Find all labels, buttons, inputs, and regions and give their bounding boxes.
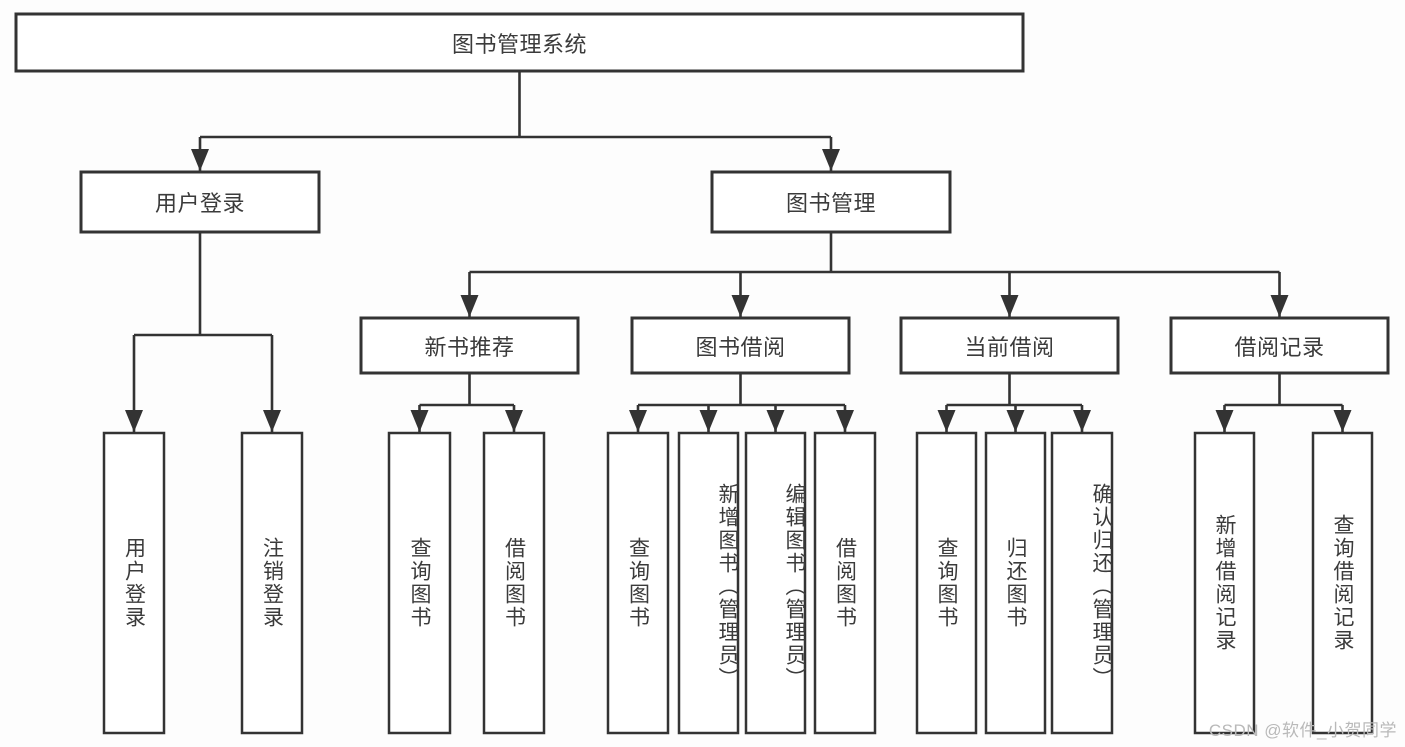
leaf-box-借阅图书-3 [482,431,546,735]
watermark-text: CSDN @软件_小贺同学 [1208,721,1397,740]
level1-box-图书管理-1 [710,170,952,234]
root-box-图书管理系统-0 [14,12,1025,73]
arrow-head-icon-l2-0-0 [410,410,429,432]
arrow-head-icon-l2-1-0 [629,410,647,432]
arrow-head-icon-l2-1-1 [699,410,718,432]
arrow-head-icon-book-mgmt-1 [731,295,750,317]
leaf-box-新增图书管理员-5 [677,431,740,735]
leaf-box-查询借阅记录-12 [1311,431,1374,735]
arrow-head-icon-l2-2-2 [1073,410,1091,432]
level2-box-图书借阅-1 [630,316,851,375]
arrow-head-icon-l2-3-0 [1215,410,1234,432]
arrow-head-icon-l2-2-0 [937,410,956,432]
leaf-box-借阅图书-7 [813,431,877,735]
leaf-box-注销登录-1 [240,431,304,735]
arrow-head-icon-l2-2-1 [1006,410,1025,432]
node-boxes [14,12,1390,735]
arrow-head-icon-l2-3-1 [1333,410,1352,432]
leaf-box-归还图书-9 [984,431,1047,735]
arrow-head-icon-l2-1-3 [836,410,854,432]
arrow-head-icon-book-mgmt-0 [460,295,479,317]
leaf-box-确认归还管理员-10 [1050,431,1114,735]
level1-box-用户登录-0 [79,170,321,234]
leaf-box-用户登录-0 [102,431,166,735]
leaf-box-查询图书-8 [915,431,978,735]
arrow-head-icon-l2-0-1 [505,410,523,432]
connector-lines [125,71,1352,432]
arrow-head-icon-book-mgmt-3 [1270,295,1289,317]
level2-box-当前借阅-2 [899,316,1120,375]
arrow-head-icon-book-mgmt-2 [1000,295,1019,317]
arrow-head-icon-root-1 [822,149,840,171]
level2-box-新书推荐-0 [359,316,580,375]
leaf-box-新增借阅记录-11 [1193,431,1256,735]
arrow-head-icon-user-login-1 [263,410,281,432]
arrow-head-icon-l2-1-2 [766,410,785,432]
arrow-head-icon-user-login-0 [125,410,143,432]
arrow-head-icon-root-0 [191,149,209,171]
leaf-box-查询图书-2 [387,431,452,735]
leaf-box-编辑图书管理员-6 [744,431,807,735]
level2-box-借阅记录-3 [1169,316,1390,375]
leaf-box-查询图书-4 [606,431,670,735]
